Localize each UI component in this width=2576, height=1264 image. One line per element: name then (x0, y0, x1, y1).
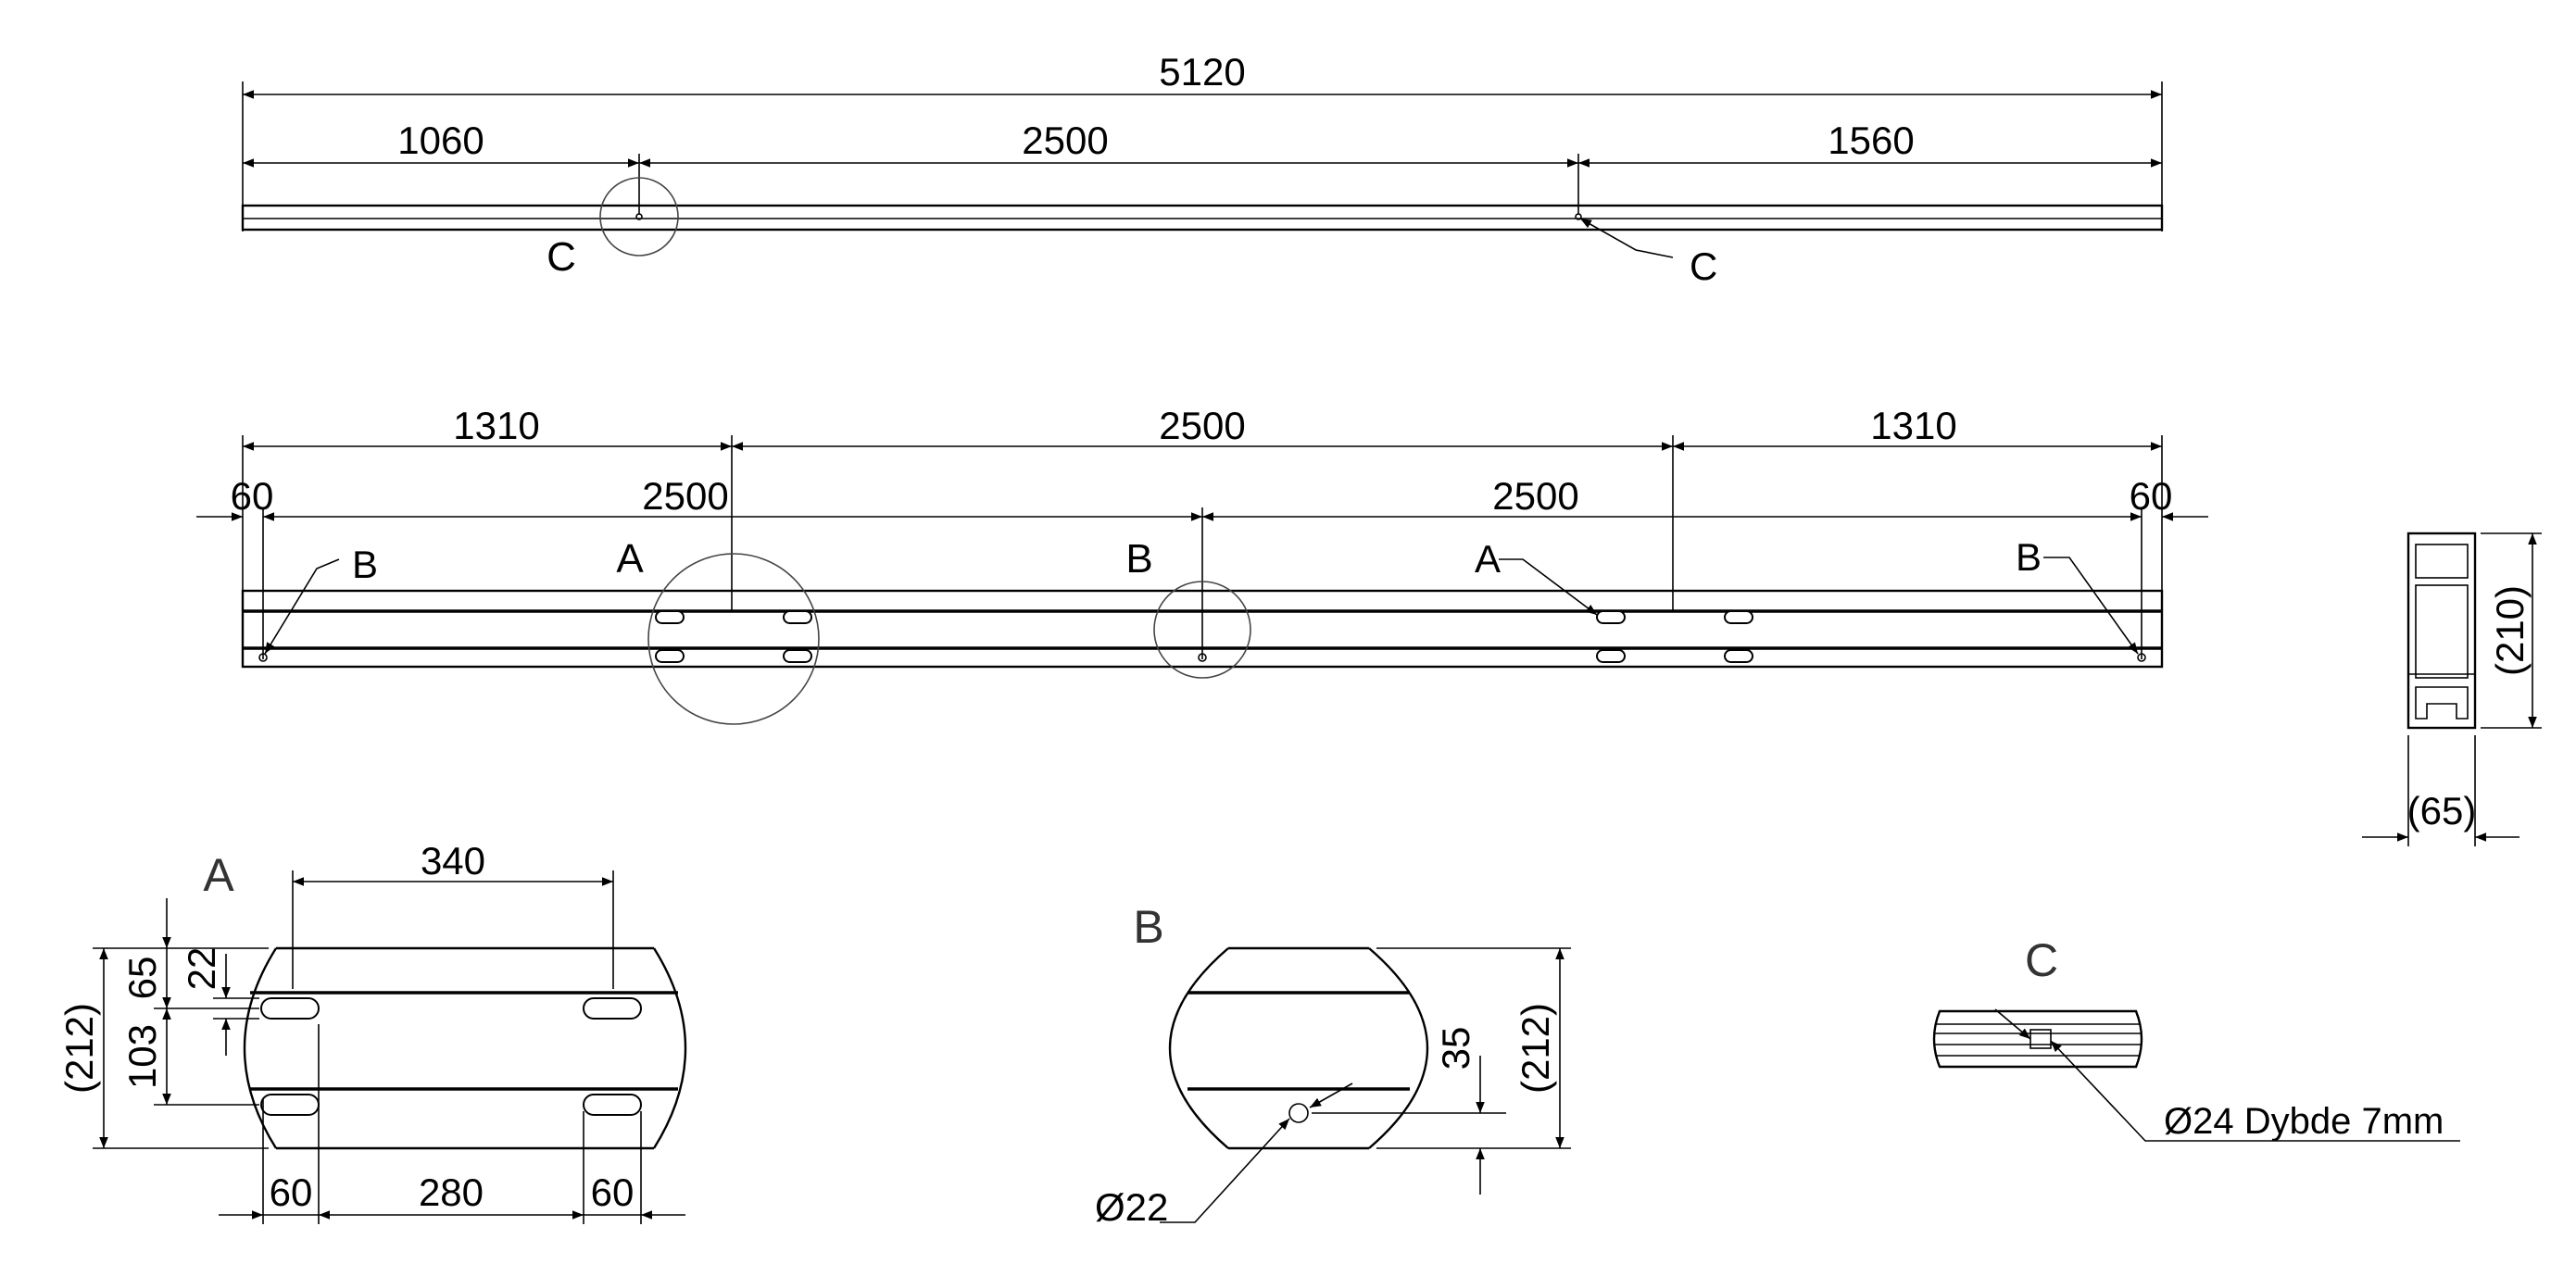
dim-edge-left-60: 60 (231, 474, 274, 518)
dim-seg-left-1060: 1060 (397, 119, 484, 162)
beam-side-view (241, 589, 2164, 669)
dim-section-height-210: (210) (2488, 585, 2532, 676)
profile-outline (2406, 532, 2477, 730)
note-c-dia-24-depth: Ø24 Dybde 7mm (2164, 1101, 2444, 1142)
label-callout-c-right: C (1690, 244, 1717, 288)
cross-section: (210) (65) (2362, 532, 2542, 846)
dim-overall-5120: 5120 (1159, 50, 1245, 94)
detail-circle-c (599, 177, 679, 257)
dim-a-bottom-right-60: 60 (591, 1170, 635, 1214)
side-view: 1310 2500 1310 60 2500 2500 60 A B (196, 404, 2208, 725)
top-view: 5120 1060 2500 1560 C C (241, 50, 2164, 288)
dim-inner-right-2500: 2500 (1492, 474, 1578, 518)
detail-a-view: A 340 (212) 65 22 103 (57, 839, 687, 1224)
dim-side-right-1310: 1310 (1870, 404, 1956, 447)
dim-seg-mid-2500: 2500 (1022, 119, 1108, 162)
dim-b-hole-dia-22: Ø22 (1095, 1185, 1168, 1229)
detail-b-view: B (212) 35 Ø22 (1095, 901, 1571, 1229)
dim-side-mid-2500: 2500 (1159, 404, 1245, 447)
dim-a-bottom-mid-280: 280 (419, 1170, 484, 1214)
detail-circle-a (647, 553, 820, 725)
dim-a-height-212: (212) (57, 1003, 101, 1094)
dim-a-row-spacing-103: 103 (120, 1024, 164, 1089)
dim-section-width-65: (65) (2407, 789, 2477, 832)
dim-b-height-212: (212) (1514, 1003, 1557, 1094)
label-callout-a-right: A (1475, 537, 1501, 581)
detail-b-title: B (1133, 901, 1163, 953)
dim-edge-right-60: 60 (2130, 474, 2173, 518)
detail-circle-b (1153, 581, 1251, 679)
detail-c-title: C (2025, 934, 2058, 986)
label-callout-b-right: B (2016, 535, 2042, 579)
dim-a-offset-65: 65 (120, 957, 164, 1000)
detail-c-view: C Ø24 Dybde 7mm (1932, 934, 2460, 1142)
dim-a-slot-spacing-340: 340 (421, 839, 485, 882)
dim-side-left-1310: 1310 (453, 404, 539, 447)
label-callout-b-left: B (352, 543, 378, 586)
dim-b-offset-35: 35 (1434, 1027, 1477, 1070)
label-detail-b: B (1125, 536, 1152, 582)
label-detail-c-left: C (547, 234, 576, 280)
beam-top-view (241, 204, 2164, 232)
dim-a-slot-height-22: 22 (180, 947, 223, 991)
detail-a-title: A (203, 849, 234, 901)
dim-seg-right-1560: 1560 (1828, 119, 1914, 162)
dim-a-bottom-left-60: 60 (270, 1170, 313, 1214)
label-detail-a: A (616, 536, 644, 582)
dim-inner-left-2500: 2500 (642, 474, 728, 518)
